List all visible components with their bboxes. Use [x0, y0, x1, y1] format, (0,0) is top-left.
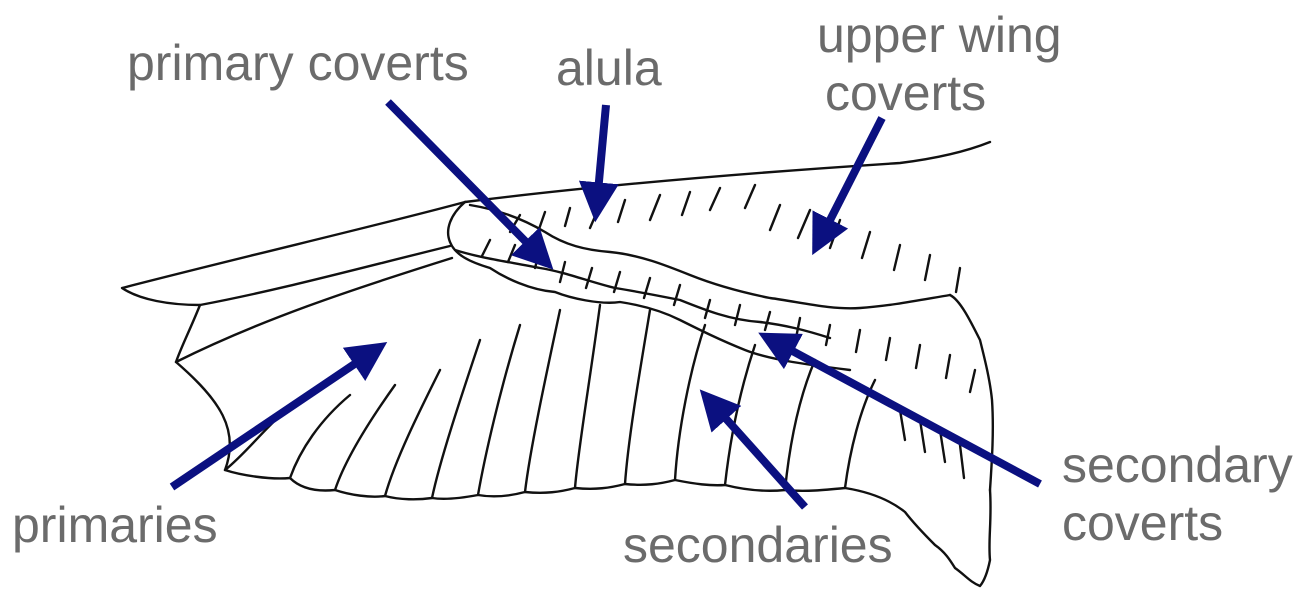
- primary-feather-4: [335, 370, 440, 497]
- label-secondaries: secondaries: [623, 517, 893, 573]
- label-alula: alula: [556, 40, 662, 96]
- primary-tip-upper: [122, 202, 465, 305]
- wing-leading-edge: [465, 142, 990, 202]
- upper-wing-coverts-arrow: [826, 118, 882, 228]
- labels: primary coverts alula upper wing coverts…: [12, 7, 1293, 573]
- secondary-feather-3: [625, 325, 705, 485]
- label-primary-coverts: primary coverts: [127, 35, 469, 91]
- label-secondary-coverts-line2: coverts: [1062, 495, 1223, 551]
- label-upper-wing-coverts-line2: coverts: [825, 65, 986, 121]
- primary-tip-lower: [176, 258, 452, 362]
- label-secondary-coverts-line1: secondary: [1062, 437, 1293, 493]
- secondary-feather-6: [785, 380, 875, 491]
- secondaries-arrow: [720, 412, 805, 507]
- secondary-covert-edge: [950, 295, 993, 490]
- covert-row-2: [455, 250, 830, 338]
- alula-arrow: [598, 105, 606, 192]
- secondary-feather-1: [525, 305, 600, 493]
- primaries-arrow: [172, 359, 362, 487]
- primary-feather-7: [478, 310, 560, 496]
- label-primaries: primaries: [12, 497, 218, 553]
- primary-feather-5: [385, 340, 480, 499]
- label-upper-wing-coverts-line1: upper wing: [817, 7, 1062, 63]
- secondary-coverts-arrow: [785, 347, 1040, 484]
- secondary-feather-4: [675, 345, 755, 485]
- primary-coverts-arrow: [388, 102, 532, 248]
